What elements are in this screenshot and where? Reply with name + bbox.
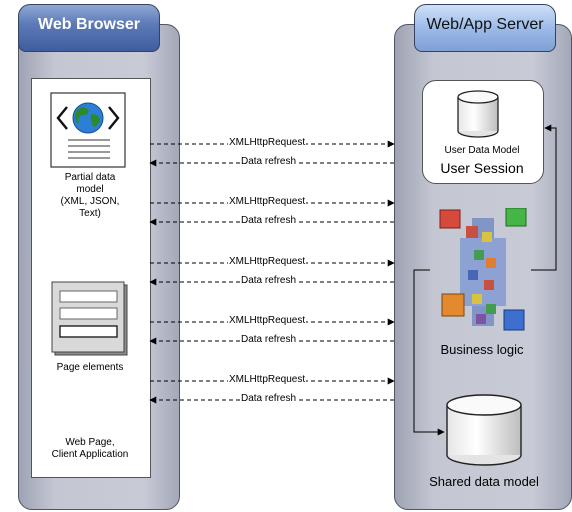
user-data-model-label: User Data Model: [444, 145, 520, 156]
xmlhttprequest-label-5: XMLHttpRequest: [228, 374, 307, 386]
web-page-label-2: Client Application: [51, 449, 129, 460]
data-refresh-label-1: Data refresh: [240, 156, 298, 168]
logic-to-shared-data-connector: [413, 269, 445, 436]
user-session-label: User Session: [440, 160, 524, 176]
page-elements-label: Page elements: [56, 362, 124, 373]
partial-data-model-label-2: model: [76, 184, 104, 195]
shared-data-model-label: Shared data model: [429, 474, 539, 489]
web-page-label-1: Web Page,: [65, 437, 115, 448]
globe-icon: [72, 102, 104, 134]
form-icon: [51, 281, 128, 356]
web-browser-title: Web Browser: [18, 4, 160, 52]
web-app-server-title: Web/App Server: [414, 4, 556, 52]
business-logic-icon: [439, 208, 527, 331]
data-refresh-label-5: Data refresh: [240, 393, 298, 405]
partial-data-model-label-3: (XML, JSON,: [60, 196, 120, 207]
shared-data-model-database-icon: [446, 394, 522, 466]
web-document-icon: [50, 92, 126, 168]
data-refresh-label-4: Data refresh: [240, 334, 298, 346]
xmlhttprequest-label-4: XMLHttpRequest: [228, 315, 307, 327]
partial-data-model-label-4: Text): [79, 208, 101, 219]
data-refresh-label-2: Data refresh: [240, 215, 298, 227]
xmlhttprequest-label-2: XMLHttpRequest: [228, 196, 307, 208]
business-logic-label: Business logic: [440, 342, 524, 357]
xmlhttprequest-label-3: XMLHttpRequest: [228, 256, 307, 268]
xmlhttprequest-label-1: XMLHttpRequest: [228, 137, 307, 149]
partial-data-model-label-1: Partial data: [64, 172, 116, 183]
data-refresh-label-3: Data refresh: [240, 275, 298, 287]
logic-to-session-connector: [531, 124, 557, 271]
user-data-model-database-icon: [457, 90, 499, 138]
